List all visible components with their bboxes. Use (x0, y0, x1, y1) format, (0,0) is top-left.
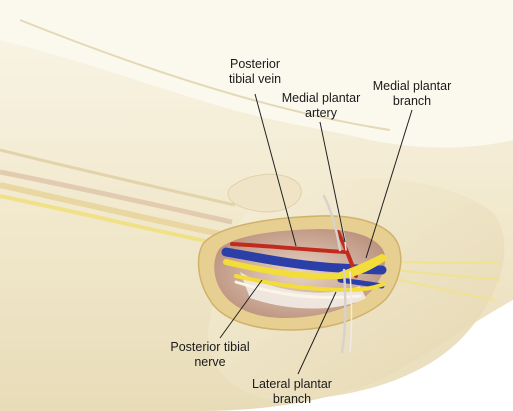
foot-upper-surface (0, 0, 513, 148)
leader-lateral-plantar-branch (297, 291, 337, 375)
posterior-tibial-nerve-vessel (223, 255, 387, 280)
medial-malleolus (227, 173, 302, 213)
fascia-white (240, 272, 366, 309)
label-posterior-tibial-nerve: Posterior tibial nerve (170, 340, 250, 369)
nerve-under-skin (0, 194, 231, 248)
tendon-band (0, 182, 231, 239)
vessel-loop-top (322, 194, 342, 252)
label-medial-plantar-artery: Medial plantar artery (281, 91, 361, 120)
posterior-tibial-artery-vessel (230, 242, 347, 254)
label-lateral-plantar-branch: Lateral plantar branch (252, 377, 332, 406)
skin-contour-1 (19, 19, 391, 131)
leader-medial-plantar-artery (319, 121, 346, 243)
vessel-loop-bottom (340, 268, 347, 354)
leader-posterior-tibial-vein (254, 93, 297, 247)
nerve-white-sheath (234, 280, 362, 299)
leader-medial-plantar-branch (365, 109, 413, 259)
leader-posterior-tibial-nerve (219, 279, 263, 339)
vessel-loop-bottom-2 (349, 271, 353, 353)
vein-under-skin (0, 169, 233, 225)
skin-contour-2 (0, 148, 236, 207)
label-medial-plantar-branch: Medial plantar branch (372, 79, 452, 108)
leader-lines (219, 93, 413, 375)
label-posterior-tibial-vein: Posterior tibial vein (228, 57, 282, 86)
surgical-incision (197, 194, 402, 354)
